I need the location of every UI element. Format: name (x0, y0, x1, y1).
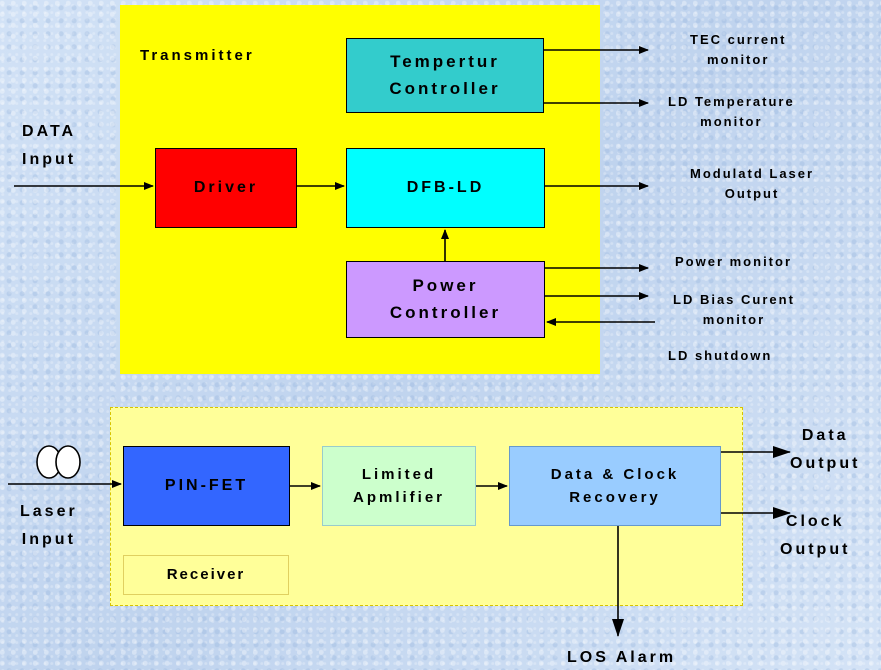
driver-block: Driver (155, 148, 297, 228)
temperature-controller-block: Tempertur Controller (346, 38, 544, 113)
laser-input-label: Laser Input (20, 503, 78, 548)
power-controller-block: Power Controller (346, 261, 545, 338)
data-output-label: Data Output (790, 427, 861, 472)
pin-fet-block: PIN-FET (123, 446, 290, 526)
modulated-laser-output-label: Modulatd Laser Output (690, 166, 815, 202)
ld-shutdown-label: LD shutdown (668, 348, 773, 363)
receiver-title: Receiver (123, 555, 289, 595)
transmitter-title: Transmitter (140, 47, 255, 64)
power-monitor-label: Power monitor (675, 254, 793, 269)
dfb-ld-block: DFB-LD (346, 148, 545, 228)
data-clock-recovery-block: Data & Clock Recovery (509, 446, 721, 526)
limited-amplifier-block: Limited Apmlifier (322, 446, 476, 526)
ld-bias-current-monitor-label: LD Bias Curent monitor (673, 292, 795, 328)
tec-current-monitor-label: TEC current monitor (690, 32, 787, 68)
fiber-connector-icon (36, 445, 81, 479)
data-input-label: DATA Input (22, 123, 77, 168)
los-alarm-label: LOS Alarm (567, 649, 677, 666)
ld-temperature-monitor-label: LD Temperature monitor (668, 94, 795, 130)
clock-output-label: Clock Output (780, 513, 851, 558)
